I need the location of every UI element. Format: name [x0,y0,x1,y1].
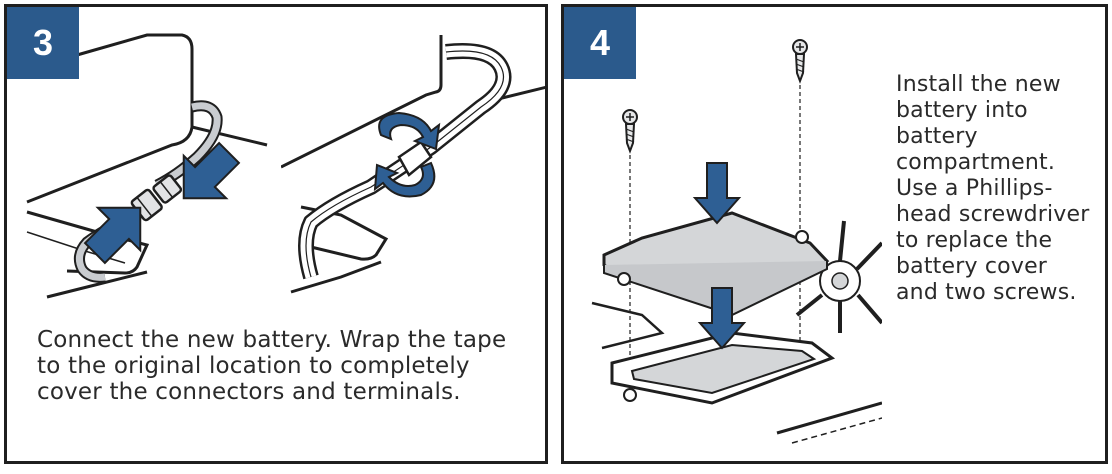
connector-illustration [26,33,268,299]
step-3-instructions: Connect the new battery. Wrap the tape t… [37,327,507,405]
arrow-icon [697,287,747,350]
screw-icon [622,109,638,154]
arrow-icon [182,141,241,200]
step-4-instructions: Install the new battery into battery com… [896,72,1090,305]
step-4-panel: 4 [561,4,1108,464]
arrow-icon [692,162,742,225]
step-3-badge: 3 [7,7,79,79]
arrow-icon [83,206,142,265]
tape-wrap-illustration [281,35,545,294]
battery-cover-illustration [591,39,882,444]
step-3-panel: 3 [4,4,548,464]
tape-band [397,140,433,177]
screw-icon [792,39,808,84]
step-4-badge: 4 [564,7,636,79]
rotate-arrow-icon [373,111,441,198]
